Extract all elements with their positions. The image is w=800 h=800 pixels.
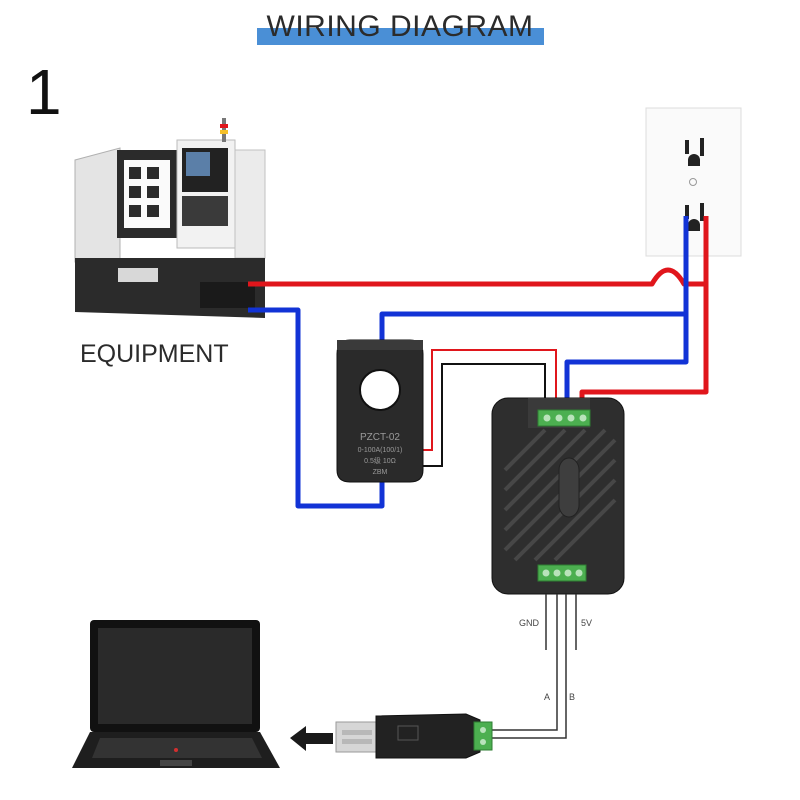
ct-model-label: PZCT-02 [360,432,400,443]
ct-signal-red [422,349,557,451]
ct-signal-wires [422,349,557,467]
ct-signal-black [422,363,546,467]
wall-outlet-icon [645,107,742,257]
a-wire [486,594,558,731]
current-transformer-icon: PZCT-02 0-100A(100/1) 0.5级 10Ω ZBM [336,339,424,483]
b-wire [486,594,567,739]
b-pin-label: B [569,692,575,702]
equipment-label: EQUIPMENT [80,340,229,368]
neutral-wire-outlet [564,216,689,414]
a-pin-label: A [544,692,550,702]
laptop-icon [72,620,280,768]
gnd-pin-label: GND [519,618,540,628]
step-number: 1 [26,56,62,128]
neutral-wire-loop [248,307,686,509]
page-title: WIRING DIAGRAM [266,10,534,43]
ct-rating-label: 0-100A(100/1) [358,447,403,454]
meter-module-icon [491,397,625,595]
title-highlight [257,28,544,45]
usb-adapter-icon [335,713,493,759]
cnc-machine-icon [74,118,266,318]
power-wires [248,216,709,509]
live-wire-equipment [248,216,709,287]
ct-spec-label: 0.5级 10Ω [364,456,396,465]
v5-pin-label: 5V [581,618,592,628]
module-output-wires [486,594,577,739]
ct-maker-label: ZBM [373,469,388,476]
arrow-left-icon [290,726,333,751]
